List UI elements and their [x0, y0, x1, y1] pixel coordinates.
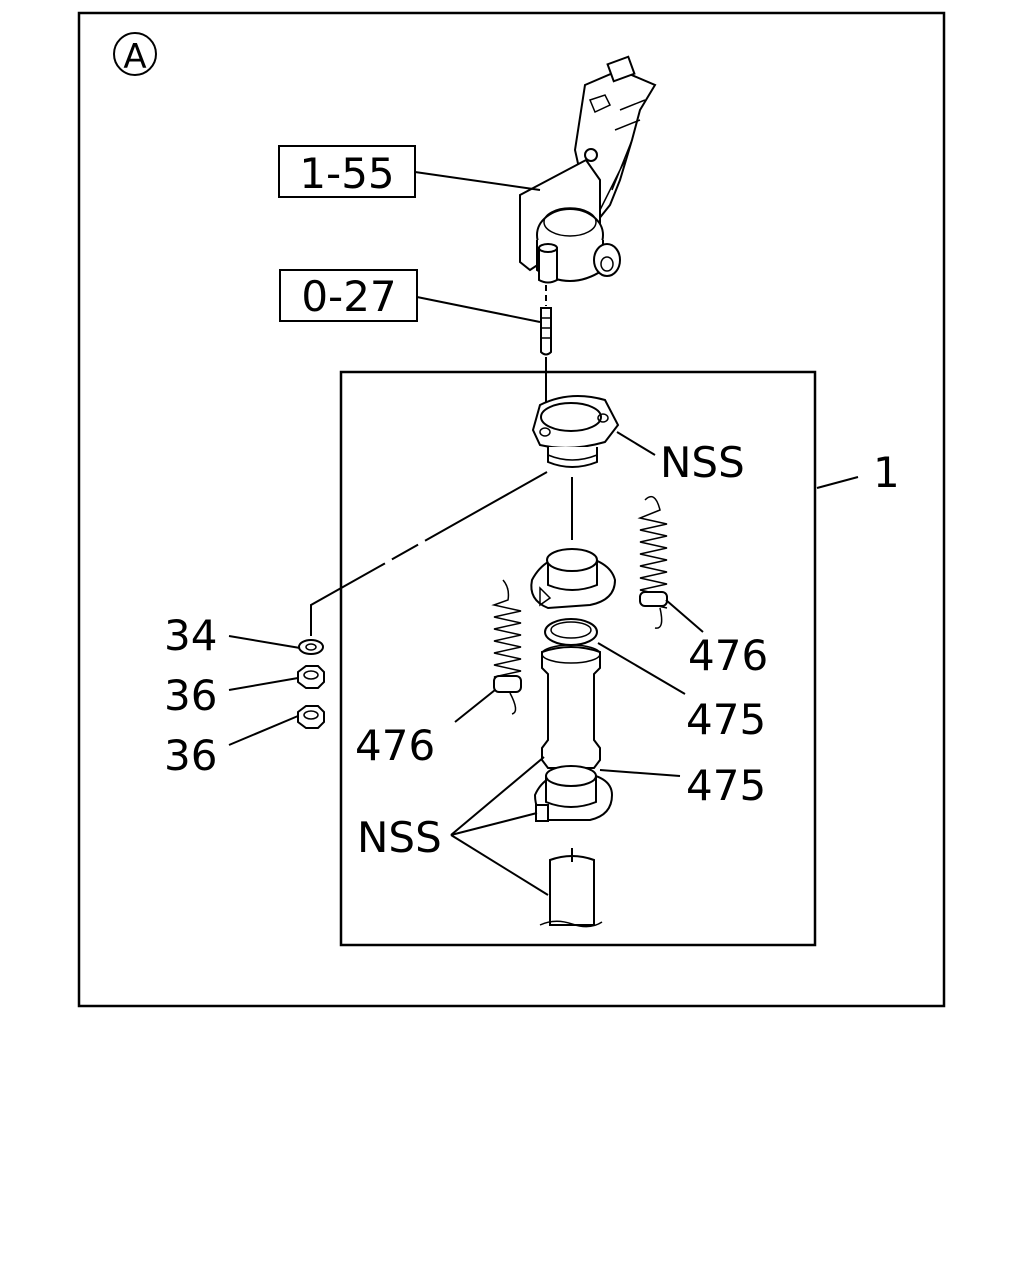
ref-label-0-27: 0-27: [301, 272, 396, 321]
callout-ring-475-lower: 475: [686, 761, 766, 810]
callout-washer-34: 34: [164, 611, 217, 660]
ref-label-1-55: 1-55: [299, 149, 394, 198]
inner-frame-assembly-1: [339, 370, 817, 947]
lower-cap: [533, 765, 614, 822]
nut-36-lower: [297, 705, 325, 729]
phantom-line-washer: [310, 471, 548, 636]
ref-box-1-55[interactable]: 1-55: [278, 145, 416, 198]
view-marker-label: A: [123, 37, 146, 77]
callout-ring-475-upper: 475: [686, 695, 766, 744]
ring-475-upper: [544, 618, 598, 646]
bracket-assembly: [519, 55, 657, 284]
tube-body: [541, 644, 601, 769]
ref-box-0-27[interactable]: 0-27: [279, 269, 418, 322]
washer-34: [298, 639, 324, 655]
spring-476-right: [637, 495, 668, 629]
callout-assembly-1: 1: [873, 448, 900, 497]
callout-nut-36-upper: 36: [164, 671, 217, 720]
leader-1-55: [414, 171, 541, 191]
callout-nut-36-lower: 36: [164, 731, 217, 780]
callout-spring-476-left: 476: [355, 721, 435, 770]
nut-36-upper: [297, 665, 325, 689]
view-marker: A: [113, 32, 157, 77]
spring-476-left: [491, 579, 522, 715]
callout-leaders: [228, 431, 859, 896]
top-flange: [531, 395, 620, 468]
bottom-shaft: [539, 848, 603, 928]
middle-cap: [530, 548, 617, 610]
callout-nss-bottom: NSS: [357, 813, 442, 862]
callout-spring-476-right: 476: [688, 631, 768, 680]
callout-nss-top: NSS: [660, 438, 745, 487]
outer-frame: [77, 11, 946, 1008]
leader-0-27: [416, 296, 541, 323]
